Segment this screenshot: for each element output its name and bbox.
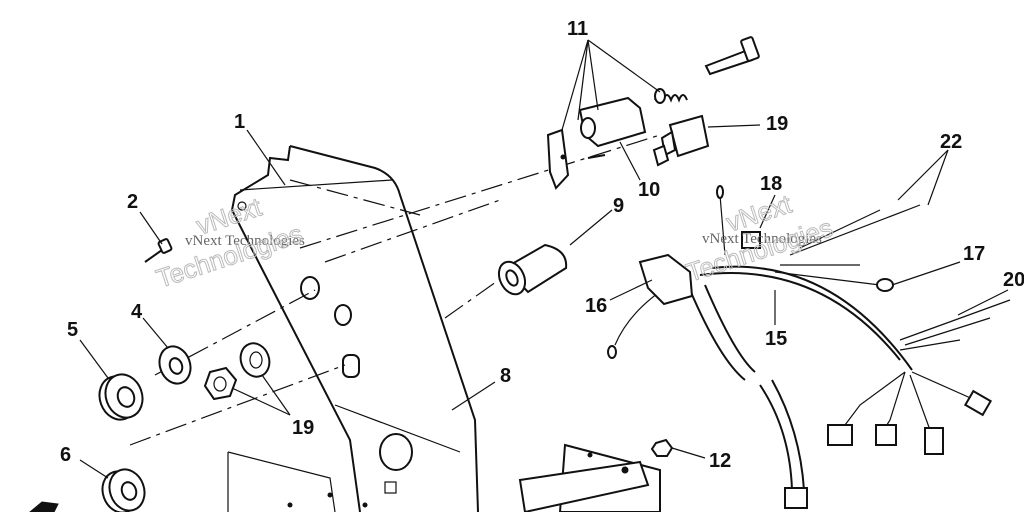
callout-16: 16	[585, 295, 607, 317]
callout-20: 20	[1003, 269, 1024, 291]
callout-9: 9	[613, 195, 624, 217]
callout-2: 2	[127, 191, 138, 213]
callout-19-lower: 19	[292, 417, 314, 439]
knurled-nut-part-5	[98, 373, 144, 421]
connector-part-16	[638, 231, 761, 306]
pin-part-11	[704, 36, 760, 76]
wire-harness-part-15	[607, 185, 1011, 509]
terminal-bracket	[518, 443, 661, 512]
mounting-panel	[227, 145, 479, 512]
callout-5: 5	[67, 319, 78, 341]
toggle-switch-part-19	[652, 114, 710, 167]
callout-22: 22	[940, 131, 962, 153]
knurled-nut-part-6	[101, 468, 146, 512]
callout-19-upper: 19	[766, 113, 788, 135]
bracket-fragment	[29, 501, 59, 512]
callout-12: 12	[709, 450, 731, 472]
callout-17: 17	[963, 243, 985, 265]
callout-6: 6	[60, 444, 71, 466]
nut-part-12	[650, 438, 674, 457]
screw-part-2	[144, 238, 173, 263]
callout-15: 15	[765, 328, 787, 350]
watermark-right: vNext Technologies vNext Technologies	[682, 188, 837, 288]
switch-guard-part-10	[546, 96, 647, 190]
svg-text:vNext Technologies: vNext Technologies	[185, 233, 305, 249]
lock-washer-part-4	[158, 345, 192, 385]
svg-text:vNext Technologies: vNext Technologies	[702, 231, 822, 247]
leader-lines	[79, 39, 1009, 479]
hex-nut-part-19	[203, 342, 271, 401]
callout-11: 11	[567, 18, 588, 40]
callout-4: 4	[131, 301, 143, 323]
callout-1: 1	[234, 111, 245, 133]
callout-18: 18	[760, 173, 782, 195]
callout-8: 8	[500, 365, 511, 387]
watermark-left: vNext Technologies vNext Technologies	[152, 191, 307, 294]
spring-part-11	[654, 88, 688, 104]
callout-10: 10	[638, 179, 660, 201]
receptacle-part-9	[497, 243, 568, 296]
callout-labels: 1 2 4 5 6 8 9 10 11 12 15 16 17 19 19 20…	[60, 18, 1024, 472]
